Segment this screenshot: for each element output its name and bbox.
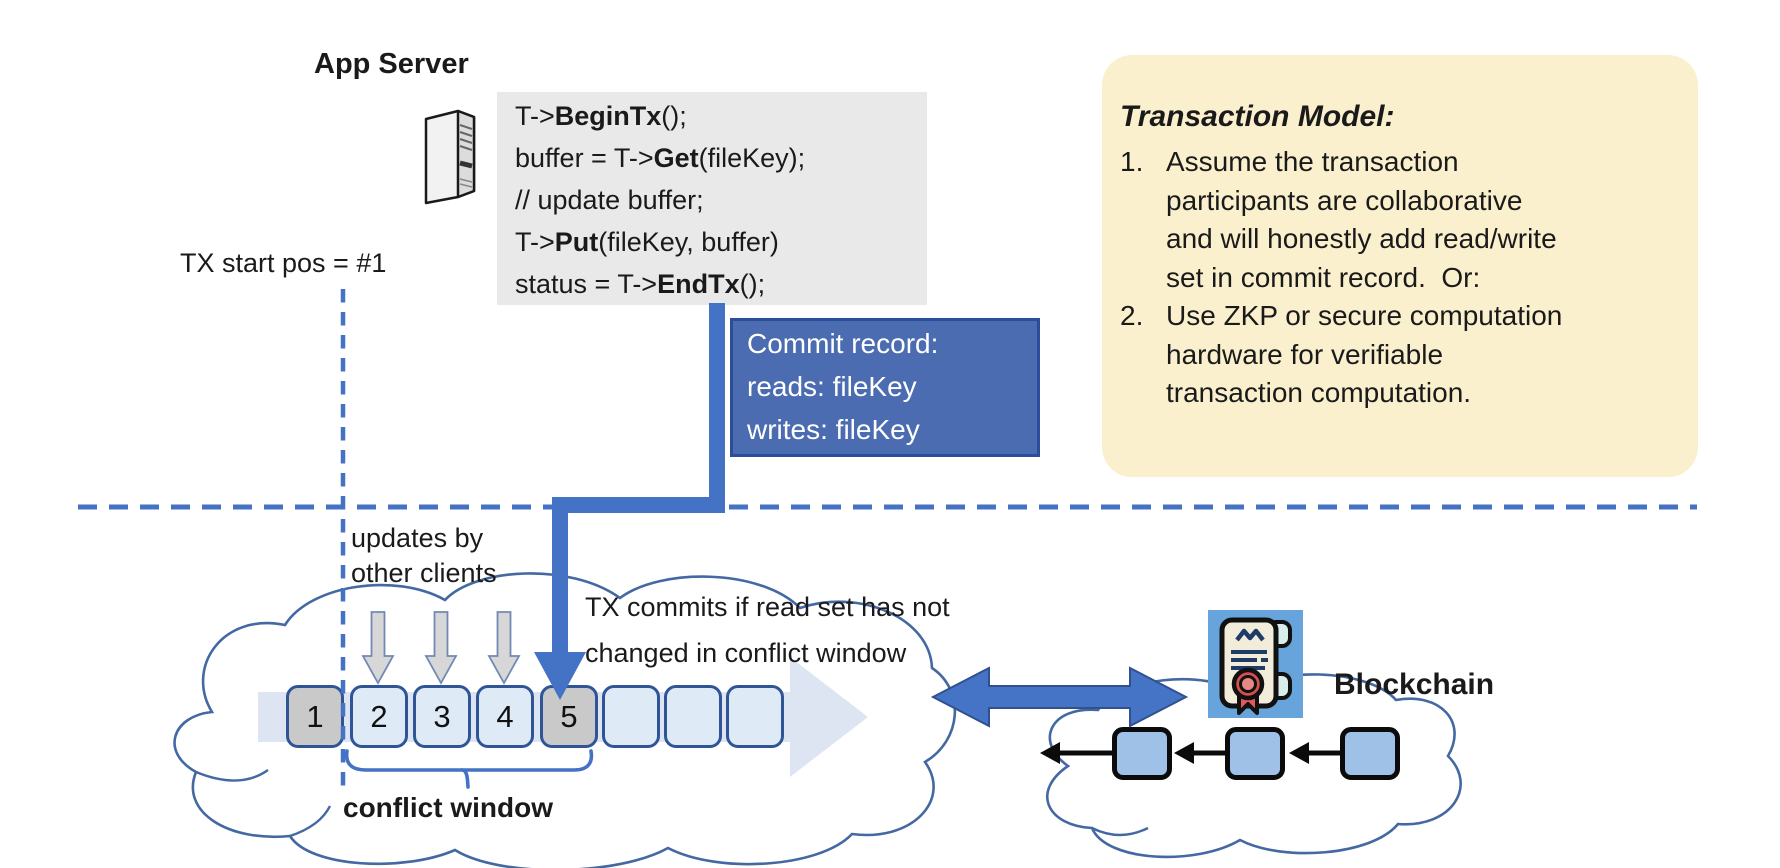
transaction-model-note: Transaction Model: 1. Assume the transac… — [1102, 55, 1698, 477]
tx-commits-condition-label: TX commits if read set has not changed i… — [585, 592, 950, 668]
note-item-text: Assume the transaction participants are … — [1166, 146, 1557, 293]
note-item-number: 2. — [1120, 300, 1144, 331]
ledger-block-1: 1 — [286, 685, 344, 748]
right-cloud-curl — [1091, 826, 1149, 837]
chain-block — [1225, 727, 1285, 780]
chain-arrowhead — [1174, 742, 1194, 764]
update-arrow — [424, 611, 458, 685]
app-server-title: App Server — [314, 48, 469, 80]
note-item: 1. Assume the transaction participants a… — [1120, 143, 1674, 297]
ledger-block-8 — [726, 685, 784, 748]
left-cloud-curl-2 — [289, 805, 332, 838]
ledger-block-4: 4 — [476, 685, 534, 748]
chain-block — [1112, 727, 1172, 780]
note-title: Transaction Model: — [1120, 100, 1395, 133]
code-line: T->BeginTx(); — [515, 101, 687, 131]
ledger-block-7 — [664, 685, 722, 748]
server-tower-icon — [416, 103, 486, 209]
transaction-code-block: T->BeginTx(); buffer = T->Get(fileKey); … — [497, 92, 927, 305]
commit-record-line: writes: fileKey — [747, 414, 920, 445]
ledger-block-5: 5 — [540, 685, 598, 748]
note-item-number: 1. — [1120, 146, 1144, 177]
chain-arrowhead — [1289, 742, 1309, 764]
chain-block — [1340, 727, 1400, 780]
left-cloud-curl — [195, 769, 269, 782]
sync-double-arrow — [930, 666, 1189, 728]
updates-by-other-clients-label: updates by other clients — [351, 523, 497, 588]
note-item-text: Use ZKP or secure computation hardware f… — [1166, 300, 1563, 408]
update-arrow — [361, 611, 395, 685]
blockchain-label: Blockchain — [1334, 668, 1495, 701]
ledger-block-2: 2 — [350, 685, 408, 748]
note-item: 2. Use ZKP or secure computation hardwar… — [1120, 297, 1674, 413]
code-line: buffer = T->Get(fileKey); — [515, 143, 806, 173]
tx-start-pos-label: TX start pos = #1 — [180, 248, 387, 278]
commit-record-line: Commit record: — [747, 328, 939, 359]
update-arrow — [487, 611, 521, 685]
conflict-window-bracket — [344, 749, 594, 772]
conflict-window-label: conflict window — [343, 792, 553, 823]
code-line: T->Put(fileKey, buffer) — [515, 227, 779, 257]
commit-record-line: reads: fileKey — [747, 371, 917, 402]
commit-record-box: Commit record: reads: fileKey writes: fi… — [730, 318, 1040, 457]
code-line: // update buffer; — [515, 185, 704, 215]
ledger-block-6 — [602, 685, 660, 748]
certificate-scroll-icon — [1208, 610, 1303, 718]
chain-arrowhead — [1040, 742, 1060, 764]
code-line: status = T->EndTx(); — [515, 269, 766, 299]
conflict-window-bracket-tick — [460, 768, 470, 789]
ledger-block-3: 3 — [413, 685, 471, 748]
